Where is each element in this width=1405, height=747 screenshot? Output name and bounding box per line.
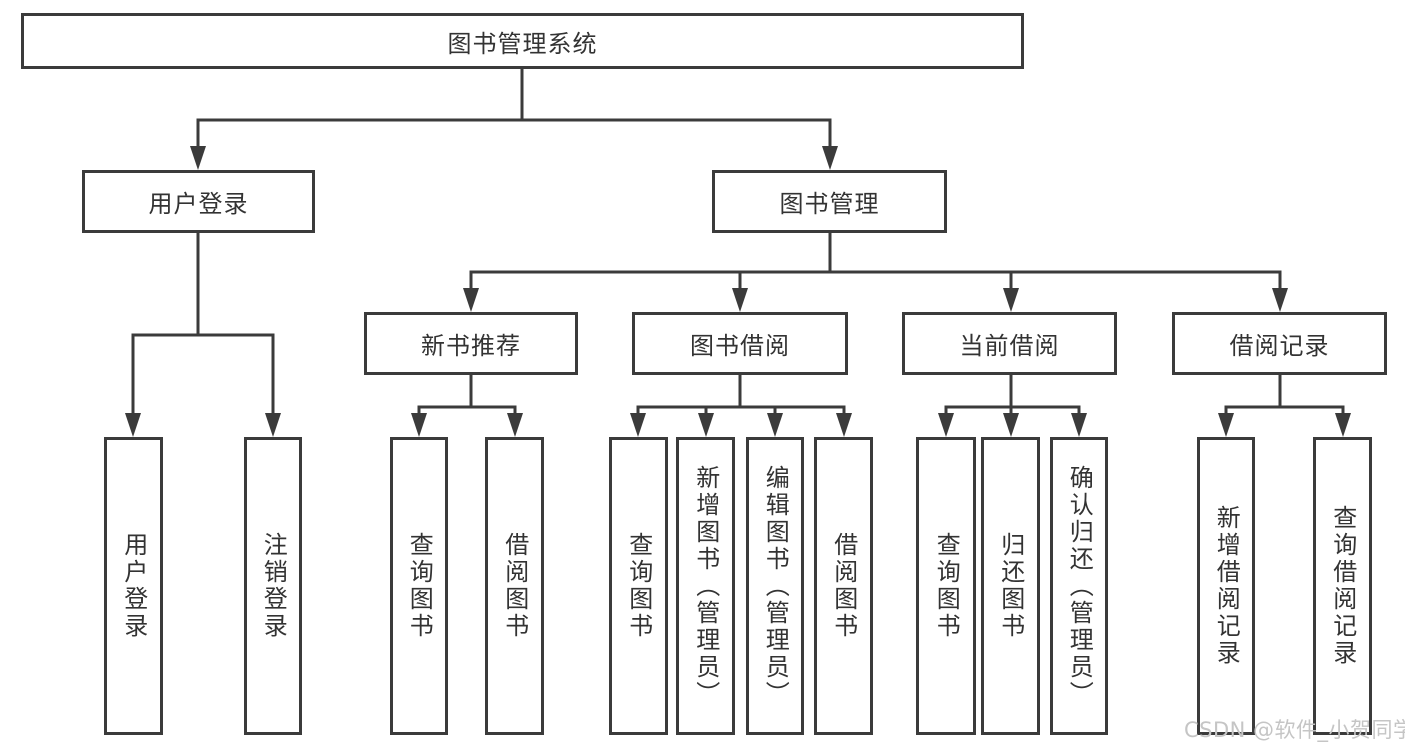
- csdn-watermark: CSDN @软件_小贺同学: [1184, 718, 1405, 742]
- node-book-management: 图书管理: [712, 170, 947, 233]
- node-library-management-system: 图书管理系统: [21, 13, 1024, 69]
- leaf-confirm-return-admin-label: 确认归还（管理员）: [1065, 464, 1094, 708]
- leaf-query-borrow-record-label: 查询借阅记录: [1328, 505, 1357, 667]
- leaf-return-book: 归还图书: [981, 437, 1040, 735]
- leaf-edit-book-admin-label: 编辑图书（管理员）: [761, 464, 790, 708]
- leaf-query-books-borrow: 查询图书: [609, 437, 668, 735]
- node-new-book-recommendation: 新书推荐: [364, 312, 578, 375]
- leaf-return-book-label: 归还图书: [996, 532, 1025, 640]
- leaf-edit-book-admin: 编辑图书（管理员）: [746, 437, 804, 735]
- leaf-add-borrow-record: 新增借阅记录: [1197, 437, 1255, 735]
- leaf-query-books-recommend-label: 查询图书: [405, 532, 434, 640]
- leaf-borrow-books-label: 借阅图书: [829, 532, 858, 640]
- leaf-add-borrow-record-label: 新增借阅记录: [1212, 505, 1241, 667]
- leaf-query-books-current: 查询图书: [916, 437, 976, 735]
- leaf-query-books-current-label: 查询图书: [932, 532, 961, 640]
- node-borrowing-records: 借阅记录: [1172, 312, 1387, 375]
- leaf-user-login: 用户登录: [104, 437, 163, 735]
- leaf-add-book-admin: 新增图书（管理员）: [676, 437, 735, 735]
- leaf-add-book-admin-label: 新增图书（管理员）: [691, 464, 720, 708]
- node-book-borrowing-label: 图书借阅: [690, 332, 790, 360]
- leaf-borrow-books-recommend-label: 借阅图书: [500, 532, 529, 640]
- leaf-logout: 注销登录: [244, 437, 302, 735]
- node-current-borrowing: 当前借阅: [902, 312, 1117, 375]
- node-book-borrowing: 图书借阅: [632, 312, 848, 375]
- leaf-user-login-label: 用户登录: [119, 532, 148, 640]
- leaf-query-books-recommend: 查询图书: [390, 437, 448, 735]
- node-user-login-label: 用户登录: [148, 190, 249, 218]
- leaf-query-books-borrow-label: 查询图书: [624, 532, 653, 640]
- node-current-borrowing-label: 当前借阅: [959, 332, 1060, 360]
- leaf-logout-label: 注销登录: [259, 532, 288, 640]
- leaf-borrow-books: 借阅图书: [814, 437, 873, 735]
- leaf-query-borrow-record: 查询借阅记录: [1313, 437, 1372, 735]
- node-new-book-recommendation-label: 新书推荐: [421, 332, 521, 360]
- node-borrowing-records-label: 借阅记录: [1229, 332, 1330, 360]
- leaf-confirm-return-admin: 确认归还（管理员）: [1050, 437, 1108, 735]
- node-user-login: 用户登录: [82, 170, 315, 233]
- node-library-management-system-label: 图书管理系统: [447, 29, 598, 58]
- node-book-management-label: 图书管理: [779, 190, 880, 218]
- leaf-borrow-books-recommend: 借阅图书: [485, 437, 544, 735]
